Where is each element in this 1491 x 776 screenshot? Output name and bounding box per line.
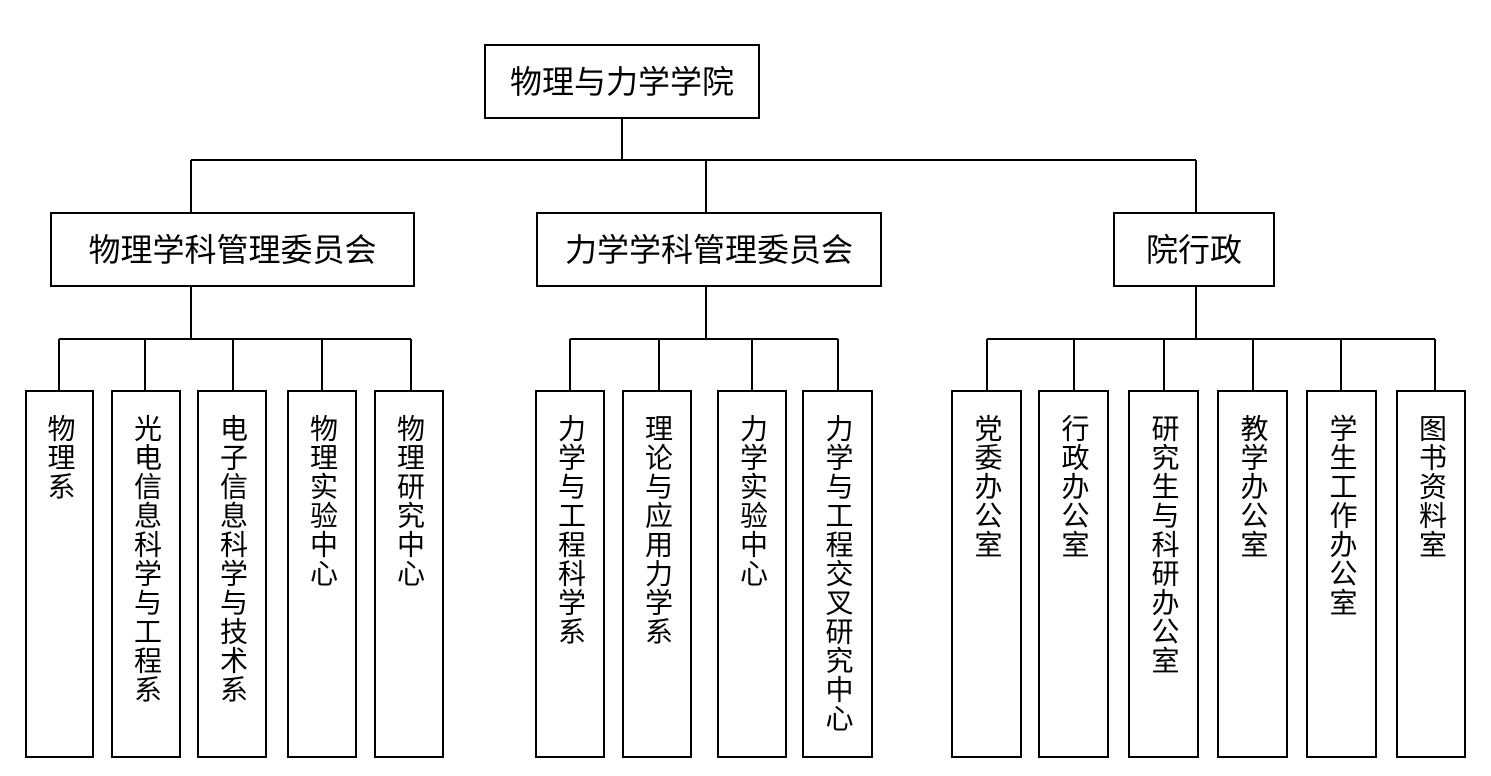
branch-mechanics-committee: 力学学科管理委员会 xyxy=(536,212,882,287)
dept-label: 电子信息科学与技术系 xyxy=(216,414,249,704)
office-label: 行政办公室 xyxy=(1057,414,1091,559)
dept-label: 力学与工程交叉研究中心 xyxy=(821,414,855,733)
office-label: 学生工作办公室 xyxy=(1325,414,1359,617)
dept-label: 光电信息科学与工程系 xyxy=(130,414,163,704)
dept-label: 物理实验中心 xyxy=(306,414,339,588)
office-node: 党委办公室 xyxy=(951,390,1022,758)
office-node: 研究生与科研办公室 xyxy=(1128,390,1199,758)
dept-label: 力学与工程科学系 xyxy=(554,414,587,646)
dept-node: 光电信息科学与工程系 xyxy=(111,390,181,758)
office-label: 研究生与科研办公室 xyxy=(1147,414,1181,675)
branch-label: 物理学科管理委员会 xyxy=(88,230,377,269)
root-node: 物理与力学学院 xyxy=(484,44,760,119)
dept-node: 力学与工程科学系 xyxy=(535,390,605,758)
branch-label: 院行政 xyxy=(1145,230,1242,269)
office-label: 教学办公室 xyxy=(1236,414,1270,559)
root-label: 物理与力学学院 xyxy=(509,62,734,101)
dept-node: 电子信息科学与技术系 xyxy=(197,390,267,758)
office-node: 学生工作办公室 xyxy=(1306,390,1377,758)
branch-administration: 院行政 xyxy=(1113,212,1275,287)
dept-node: 理论与应用力学系 xyxy=(622,390,692,758)
dept-node: 物理系 xyxy=(25,390,94,758)
dept-label: 物理系 xyxy=(43,414,77,501)
dept-label: 理论与应用力学系 xyxy=(641,414,674,646)
office-label: 图书资料室 xyxy=(1415,414,1448,559)
office-node: 行政办公室 xyxy=(1038,390,1109,758)
branch-physics-committee: 物理学科管理委员会 xyxy=(50,212,415,287)
dept-node: 力学与工程交叉研究中心 xyxy=(802,390,873,758)
dept-node: 物理研究中心 xyxy=(374,390,444,758)
office-node: 图书资料室 xyxy=(1396,390,1466,758)
dept-label: 物理研究中心 xyxy=(393,414,426,588)
dept-node: 力学实验中心 xyxy=(717,390,787,758)
branch-label: 力学学科管理委员会 xyxy=(564,230,853,269)
dept-node: 物理实验中心 xyxy=(287,390,357,758)
office-label: 党委办公室 xyxy=(970,414,1004,559)
office-node: 教学办公室 xyxy=(1217,390,1288,758)
dept-label: 力学实验中心 xyxy=(736,414,769,588)
